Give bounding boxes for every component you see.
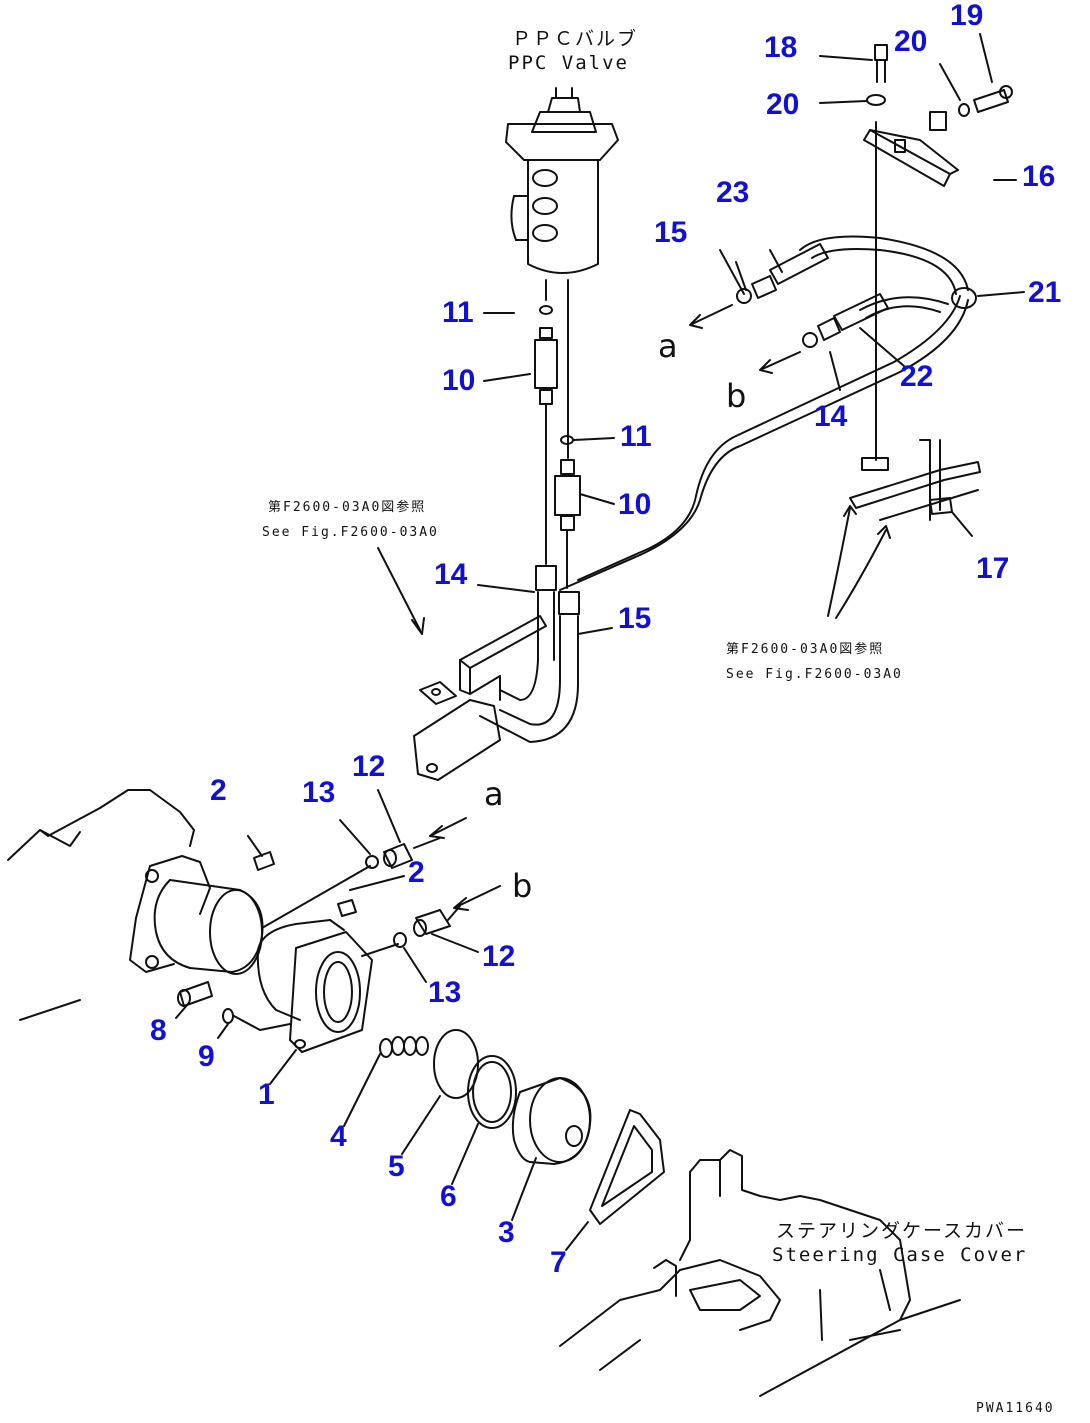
part-number-11-lower: 11 [620,420,652,453]
connection-a-upper: a [658,327,678,365]
part-number-2-lower: 2 [408,856,425,889]
part-number-12-lower: 12 [482,940,516,973]
part-number-6: 6 [440,1180,457,1213]
part-number-14-lower: 14 [434,558,468,591]
part-number-20-upper: 20 [894,25,928,58]
steering-case-cover-label-jp: ステアリングケースカバー [776,1220,1028,1242]
connection-a-lower: a [484,775,504,813]
see-fig-label-en-lower: See Fig.F2600-03A0 [726,667,903,682]
part-number-23: 23 [716,176,750,209]
part-number-12-upper: 12 [352,750,386,783]
steering-case-cover-label-en: Steering Case Cover [772,1244,1028,1266]
part-number-21: 21 [1028,276,1062,309]
part-number-14-upper: 14 [814,400,848,433]
part-number-10-lower: 10 [618,488,652,521]
part-number-4: 4 [330,1120,347,1153]
part-number-15-lower: 15 [618,602,652,635]
part-number-2-upper: 2 [210,774,227,807]
see-fig-label-jp-upper: 第F2600-03A0図参照 [268,500,427,515]
part-number-13-upper: 13 [302,776,336,809]
part-number-9: 9 [198,1040,215,1073]
part-number-5: 5 [388,1150,405,1183]
ppc-valve-label-en: PPC Valve [508,52,629,74]
part-number-13-lower: 13 [428,976,462,1009]
adapter-upper [534,327,558,405]
part-number-18: 18 [764,31,798,64]
part-number-15-upper: 15 [654,216,688,249]
drawing-code: PWA11640 [976,1401,1055,1416]
part-number-11-upper: 11 [442,296,474,329]
part-number-17: 17 [976,552,1010,585]
see-fig-label-jp-lower: 第F2600-03A0図参照 [726,642,885,657]
part-number-7: 7 [550,1246,567,1279]
connection-b-upper: b [726,377,747,415]
see-fig-label-en-upper: See Fig.F2600-03A0 [262,525,439,540]
part-number-16: 16 [1022,160,1056,193]
ppc-valve-label-jp: ＰＰＣバルブ [512,28,639,50]
part-number-10-upper: 10 [442,364,476,397]
ppc-valve [505,87,619,274]
part-number-8: 8 [150,1014,167,1047]
part-number-19: 19 [950,0,984,32]
connection-b-lower: b [512,867,533,905]
part-number-1: 1 [258,1078,275,1111]
part-number-22: 22 [900,360,934,393]
part-number-20-lower: 20 [766,88,800,121]
part-number-3: 3 [498,1216,515,1249]
adapter-lower [554,459,581,531]
